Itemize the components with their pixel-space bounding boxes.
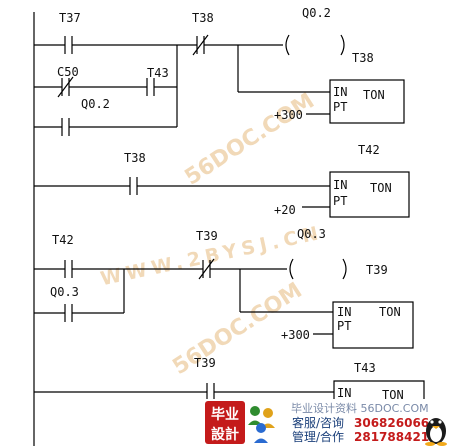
timer-t38-pt: PT: [333, 100, 347, 114]
timer-t39-pt: PT: [337, 319, 351, 333]
timer-t39-in: IN: [337, 305, 351, 319]
label-timer-t39: T39: [366, 263, 388, 277]
label-t38-nc: T38: [192, 11, 214, 25]
rung4-contact-t39: [206, 383, 215, 401]
label-timer-t42: T42: [358, 143, 380, 157]
rung3-contact-t42: [64, 260, 73, 278]
timer-t42-in: IN: [333, 178, 347, 192]
timer-t39-preset: +300: [281, 328, 310, 342]
label-t39: T39: [194, 356, 216, 370]
penguin-icon: [425, 418, 447, 446]
footer-service-label: 客服/咨询: [292, 415, 344, 430]
label-t38: T38: [124, 151, 146, 165]
logo-text-top: 毕业: [211, 406, 239, 423]
label-t37: T37: [59, 11, 81, 25]
footer-service-number: 306826066: [354, 416, 429, 430]
label-t42: T42: [52, 233, 74, 247]
timer-block-t42: [329, 171, 410, 218]
label-timer-t43: T43: [354, 361, 376, 375]
rung3-coil-q03: [289, 258, 347, 280]
timer-t42-preset: +20: [274, 203, 296, 217]
footer-site-title: 毕业设计资料 56DOC.COM: [291, 401, 429, 415]
logo-seal: 毕业 設計: [205, 401, 245, 444]
rung2-contact-t38: [129, 177, 138, 195]
label-timer-t38: T38: [352, 51, 374, 65]
timer-t39-type: TON: [379, 305, 401, 319]
footer-admin-number: 281788421: [354, 430, 429, 444]
watermark-56doc: 56DOC.COM: [181, 88, 319, 190]
label-t43: T43: [147, 66, 169, 80]
footer-admin-label: 管理/合作: [292, 429, 344, 444]
rung1-contact-t43: [146, 78, 155, 96]
people-icon: [248, 406, 275, 443]
timer-t38-preset: +300: [274, 108, 303, 122]
label-q02-contact: Q0.2: [81, 97, 110, 111]
timer-t43-in: IN: [337, 386, 351, 400]
rung3-contact-q03: [64, 304, 73, 322]
timer-t38-type: TON: [363, 88, 385, 102]
label-q03-contact: Q0.3: [50, 285, 79, 299]
rung1-contact-t37: [64, 36, 73, 54]
footer-banner: 毕业 設計 毕业设计资料 56DOC.COM 客服/咨询 306826066 管…: [168, 399, 456, 446]
label-coil-q03: Q0.3: [297, 227, 326, 241]
timer-t42-pt: PT: [333, 194, 347, 208]
label-coil-q02: Q0.2: [302, 6, 331, 20]
timer-t43-type: TON: [382, 388, 404, 402]
rung1-contact-q02: [61, 118, 70, 136]
rung1-coil-q02: [285, 34, 345, 56]
timer-block-t38: [329, 79, 405, 124]
label-c50: C50: [57, 65, 79, 79]
label-t39-nc: T39: [196, 229, 218, 243]
timer-t38-in: IN: [333, 85, 347, 99]
timer-t42-type: TON: [370, 181, 392, 195]
logo-text-bottom: 設計: [211, 426, 239, 443]
timer-block-t39: [332, 301, 414, 349]
